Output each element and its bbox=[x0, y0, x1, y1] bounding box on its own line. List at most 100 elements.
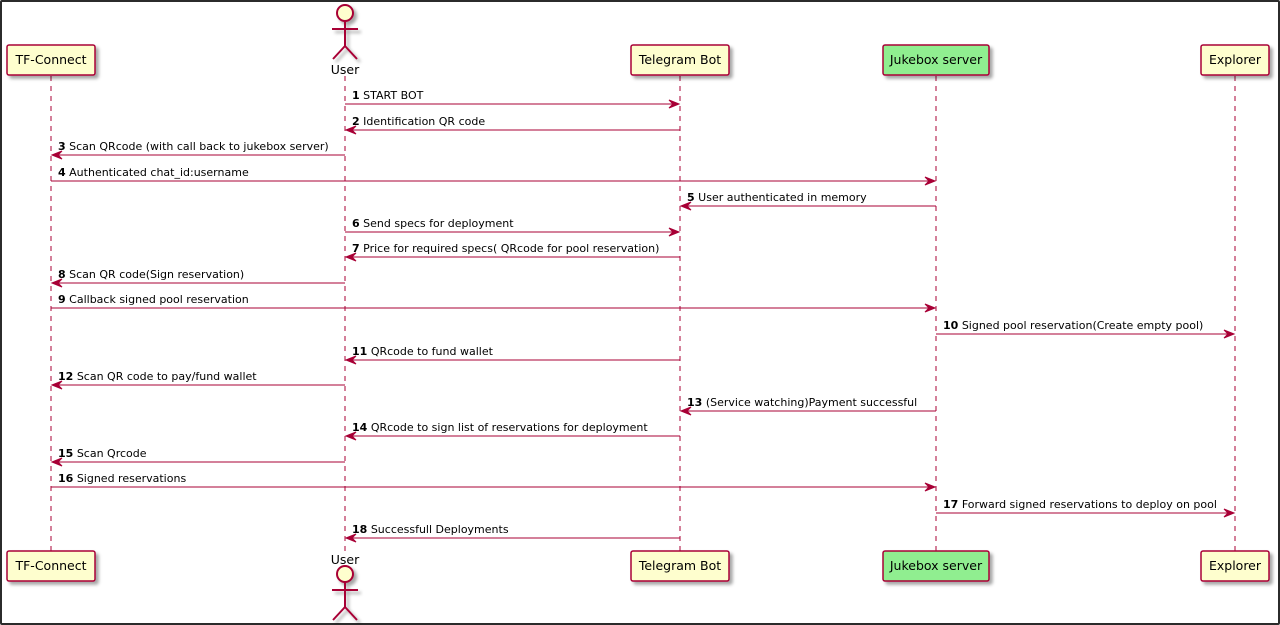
message-12: 12 Scan QR code to pay/fund wallet bbox=[50, 370, 345, 390]
message-number: 7 bbox=[352, 242, 360, 255]
message-number: 18 bbox=[352, 523, 367, 536]
actor-icon bbox=[332, 565, 358, 621]
participant-name: TF-Connect bbox=[14, 558, 86, 573]
message-3: 3 Scan QRcode (with call back to jukebox… bbox=[50, 140, 345, 160]
message-11: 11 QRcode to fund wallet bbox=[344, 345, 680, 365]
message-text: Successfull Deployments bbox=[371, 523, 509, 536]
message-text: Send specs for deployment bbox=[363, 217, 514, 230]
message-label: 16 Signed reservations bbox=[58, 472, 186, 485]
message-16: 16 Signed reservations bbox=[51, 472, 937, 492]
arrowhead-icon bbox=[668, 227, 681, 237]
participant-name: Explorer bbox=[1209, 52, 1262, 67]
message-number: 17 bbox=[943, 498, 958, 511]
message-2: 2 Identification QR code bbox=[344, 115, 680, 135]
participant-tf-connect-bottom: TF-Connect bbox=[6, 550, 96, 582]
message-label: 13 (Service watching)Payment successful bbox=[687, 396, 917, 409]
actor-name: User bbox=[331, 552, 360, 567]
message-label: 15 Scan Qrcode bbox=[58, 447, 147, 460]
participant-name: Jukebox server bbox=[889, 52, 983, 67]
message-number: 13 bbox=[687, 396, 702, 409]
actor-name: User bbox=[331, 62, 360, 77]
participant-jukebox-server-bottom: Jukebox server bbox=[882, 550, 990, 582]
message-number: 12 bbox=[58, 370, 73, 383]
message-6: 6 Send specs for deployment bbox=[345, 217, 681, 237]
message-number: 6 bbox=[352, 217, 360, 230]
message-text: Signed reservations bbox=[77, 472, 187, 485]
message-text: User authenticated in memory bbox=[698, 191, 867, 204]
participant-box bbox=[1200, 44, 1270, 76]
actor-user-bottom: User bbox=[331, 552, 360, 621]
message-text: Signed pool reservation(Create empty poo… bbox=[962, 319, 1204, 332]
message-text: Scan Qrcode bbox=[77, 447, 147, 460]
message-label: 10 Signed pool reservation(Create empty … bbox=[943, 319, 1203, 332]
message-number: 11 bbox=[352, 345, 367, 358]
message-text: Scan QR code to pay/fund wallet bbox=[77, 370, 257, 383]
arrowhead-icon bbox=[344, 431, 357, 441]
message-label: 5 User authenticated in memory bbox=[687, 191, 867, 204]
message-18: 18 Successfull Deployments bbox=[344, 523, 680, 543]
message-number: 5 bbox=[687, 191, 695, 204]
message-text: QRcode to sign list of reservations for … bbox=[371, 421, 649, 434]
message-label: 3 Scan QRcode (with call back to jukebox… bbox=[58, 140, 329, 153]
message-number: 8 bbox=[58, 268, 66, 281]
message-1: 1 START BOT bbox=[345, 89, 681, 109]
message-label: 11 QRcode to fund wallet bbox=[352, 345, 494, 358]
participant-box bbox=[6, 44, 96, 76]
message-label: 14 QRcode to sign list of reservations f… bbox=[352, 421, 648, 434]
actor-user-top: User bbox=[331, 4, 360, 77]
message-text: Scan QRcode (with call back to jukebox s… bbox=[69, 140, 329, 153]
message-4: 4 Authenticated chat_id:username bbox=[51, 166, 937, 186]
participant-name: Telegram Bot bbox=[638, 558, 721, 573]
participant-box bbox=[6, 550, 96, 582]
message-label: 2 Identification QR code bbox=[352, 115, 485, 128]
message-text: (Service watching)Payment successful bbox=[706, 396, 917, 409]
message-text: Callback signed pool reservation bbox=[69, 293, 249, 306]
message-label: 8 Scan QR code(Sign reservation) bbox=[58, 268, 244, 281]
arrowhead-icon bbox=[668, 99, 681, 109]
participant-jukebox-server-top: Jukebox server bbox=[882, 44, 990, 76]
participant-box bbox=[1200, 550, 1270, 582]
arrowhead-icon bbox=[924, 482, 937, 492]
message-label: 12 Scan QR code to pay/fund wallet bbox=[58, 370, 257, 383]
message-text: START BOT bbox=[363, 89, 423, 102]
message-label: 18 Successfull Deployments bbox=[352, 523, 509, 536]
message-text: QRcode to fund wallet bbox=[371, 345, 494, 358]
message-number: 2 bbox=[352, 115, 360, 128]
arrowhead-icon bbox=[924, 176, 937, 186]
arrowhead-icon bbox=[344, 533, 357, 543]
message-13: 13 (Service watching)Payment successful bbox=[679, 396, 936, 416]
actor-icon bbox=[332, 4, 358, 60]
arrowhead-icon bbox=[344, 355, 357, 365]
message-label: 17 Forward signed reservations to deploy… bbox=[943, 498, 1217, 511]
message-text: Forward signed reservations to deploy on… bbox=[962, 498, 1217, 511]
message-14: 14 QRcode to sign list of reservations f… bbox=[344, 421, 680, 441]
participant-box bbox=[882, 550, 990, 582]
message-7: 7 Price for required specs( QRcode for p… bbox=[344, 242, 680, 262]
arrowhead-icon bbox=[679, 201, 692, 211]
message-label: 1 START BOT bbox=[352, 89, 424, 102]
message-number: 9 bbox=[58, 293, 66, 306]
participant-box bbox=[630, 550, 730, 582]
arrowhead-icon bbox=[50, 278, 63, 288]
participant-explorer-top: Explorer bbox=[1200, 44, 1270, 76]
participant-name: Explorer bbox=[1209, 558, 1262, 573]
arrowhead-icon bbox=[50, 380, 63, 390]
arrowhead-icon bbox=[1223, 329, 1236, 339]
arrowhead-icon bbox=[344, 125, 357, 135]
message-17: 17 Forward signed reservations to deploy… bbox=[936, 498, 1236, 518]
message-label: 6 Send specs for deployment bbox=[352, 217, 514, 230]
message-number: 1 bbox=[352, 89, 360, 102]
participant-tf-connect-top: TF-Connect bbox=[6, 44, 96, 76]
message-10: 10 Signed pool reservation(Create empty … bbox=[936, 319, 1236, 339]
message-label: 4 Authenticated chat_id:username bbox=[58, 166, 249, 179]
message-15: 15 Scan Qrcode bbox=[50, 447, 345, 467]
participant-telegram-bot-bottom: Telegram Bot bbox=[630, 550, 730, 582]
message-8: 8 Scan QR code(Sign reservation) bbox=[50, 268, 345, 288]
message-number: 10 bbox=[943, 319, 959, 332]
participant-box bbox=[630, 44, 730, 76]
arrowhead-icon bbox=[924, 303, 937, 313]
message-5: 5 User authenticated in memory bbox=[679, 191, 936, 211]
message-number: 15 bbox=[58, 447, 73, 460]
